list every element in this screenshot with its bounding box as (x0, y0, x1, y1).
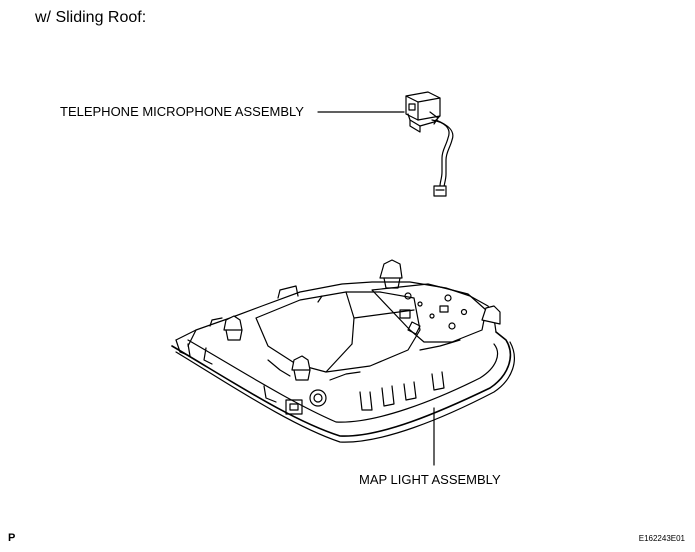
corner-mark: P (8, 532, 16, 544)
page-heading: w/ Sliding Roof: (35, 9, 147, 26)
telephone-microphone-drawing (405, 91, 454, 197)
map-light-drawing (171, 259, 515, 443)
telephone-microphone-label: TELEPHONE MICROPHONE ASSEMBLY (60, 104, 304, 119)
figure-code: E162243E01 (638, 534, 685, 543)
map-light-label: MAP LIGHT ASSEMBLY (359, 472, 501, 487)
